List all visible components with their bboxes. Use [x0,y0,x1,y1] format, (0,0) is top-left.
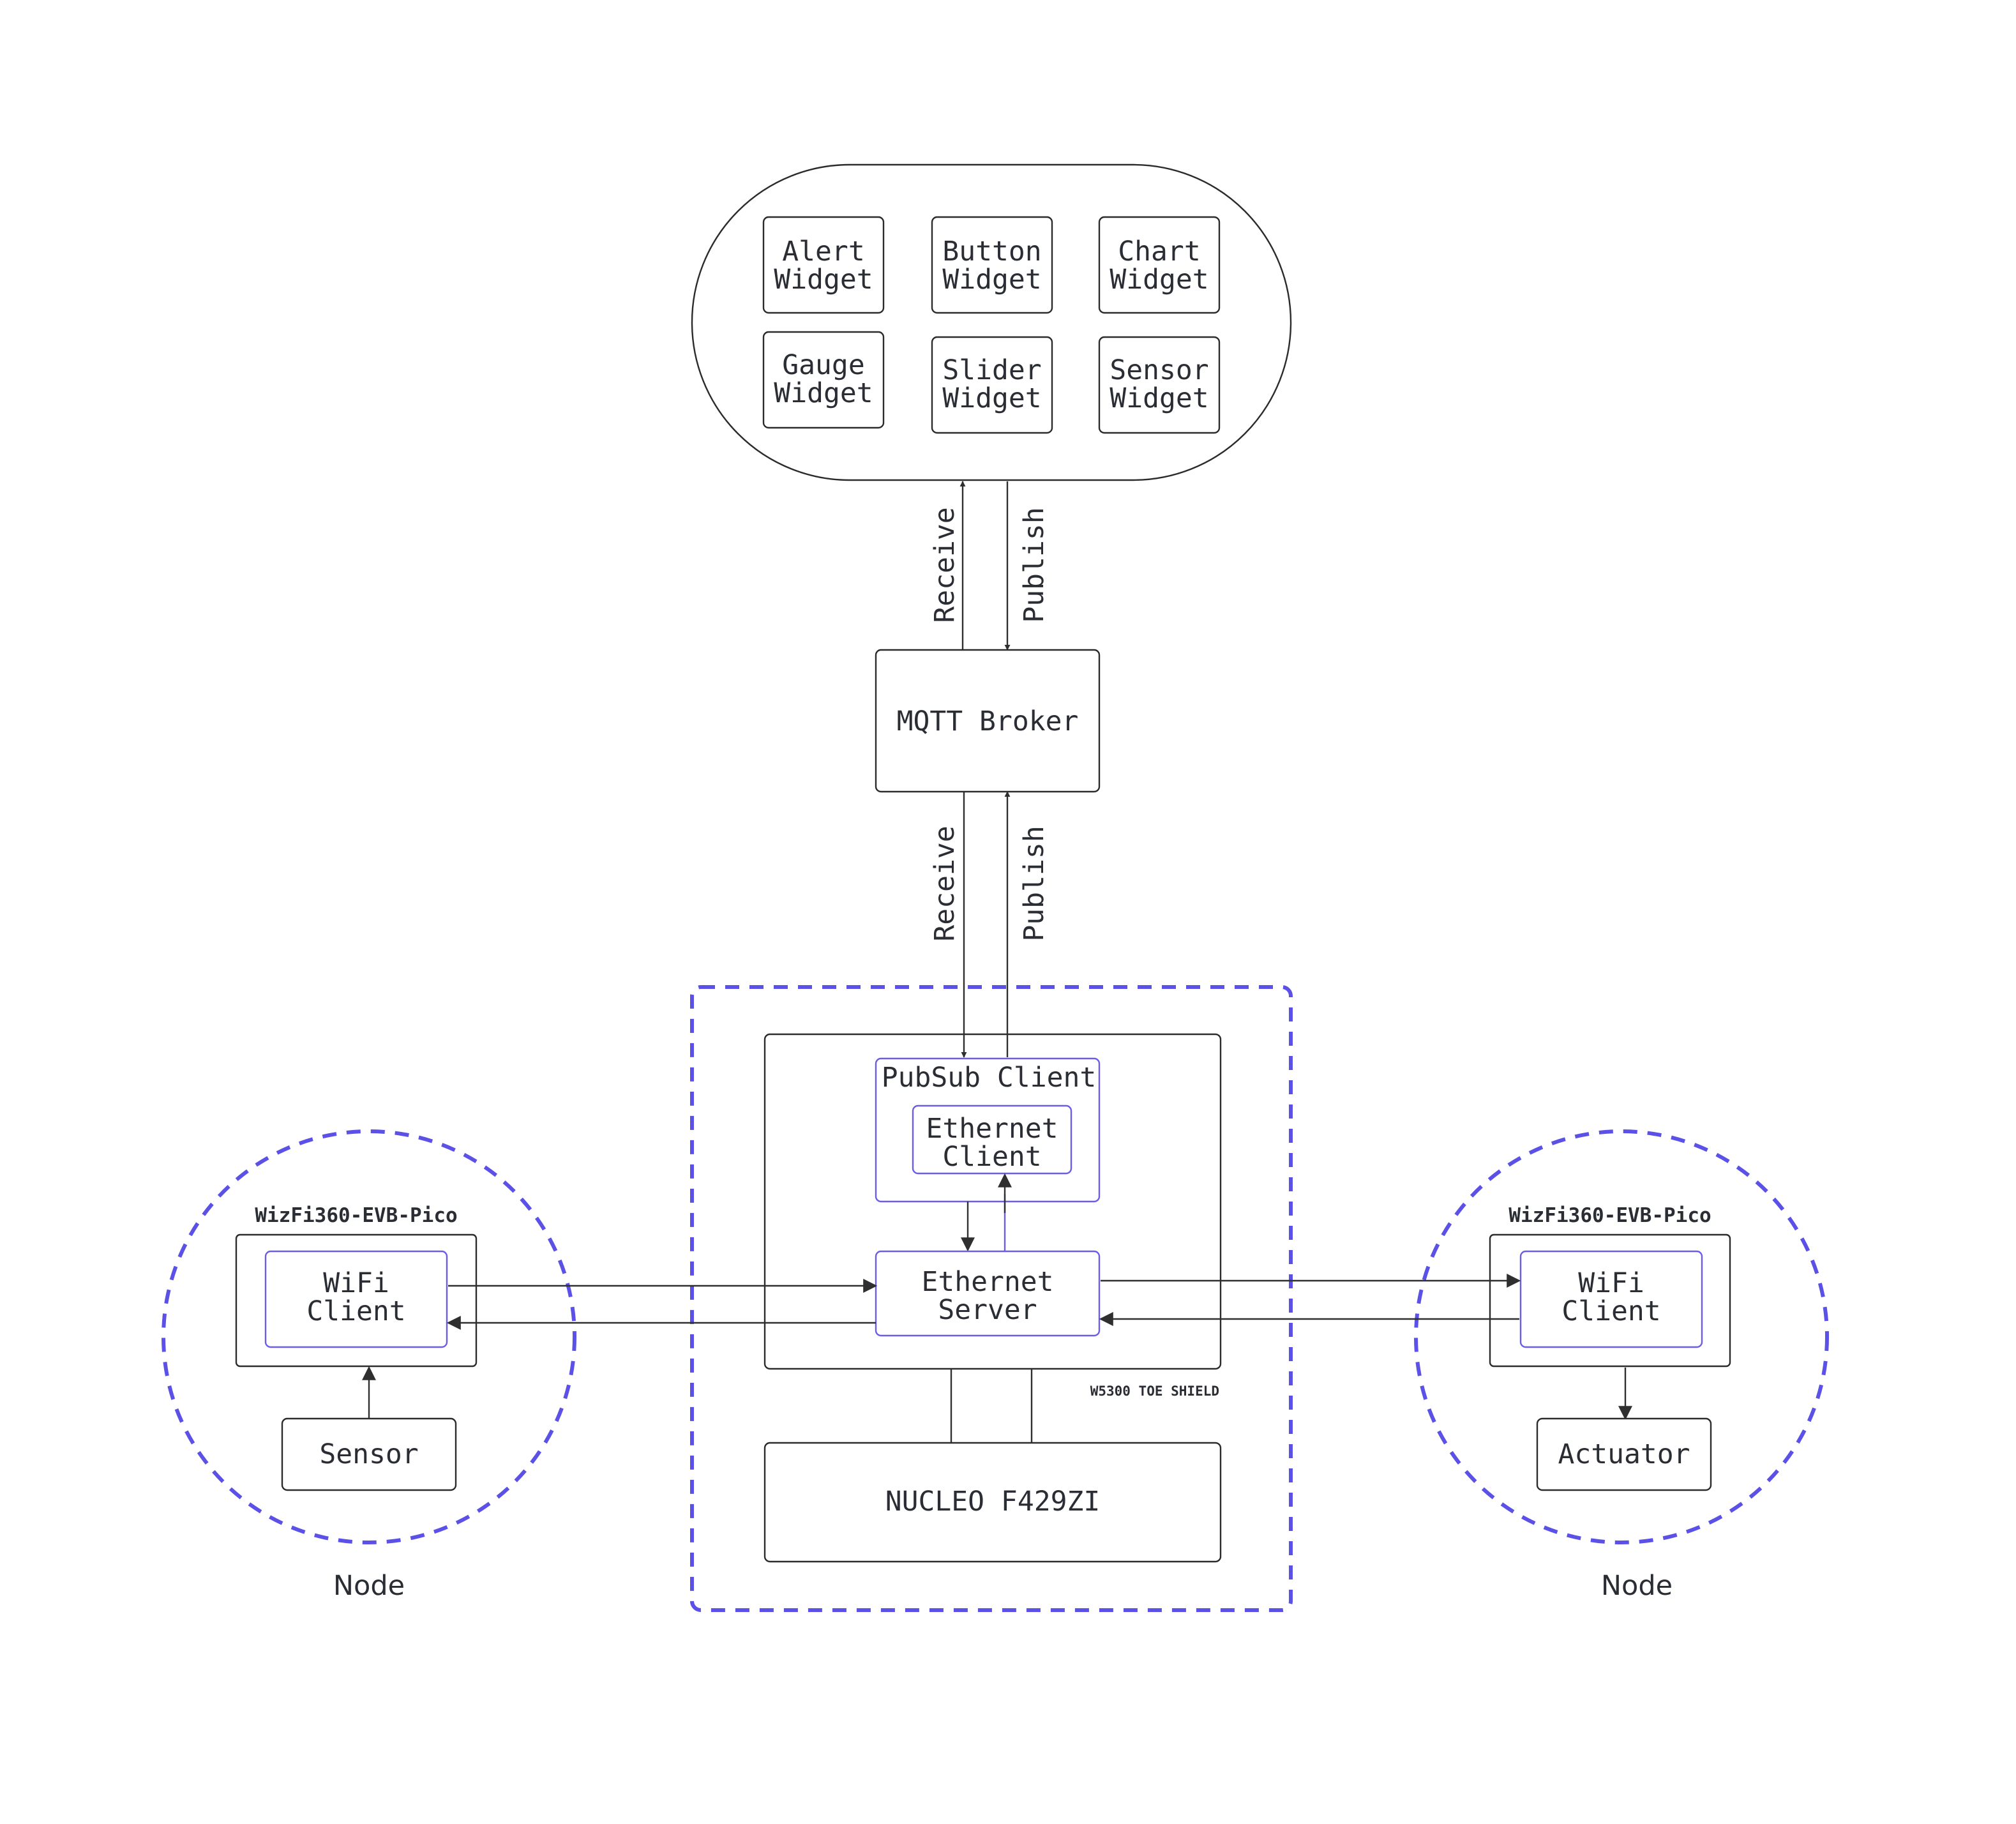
pubsub-client: PubSub Client Ethernet Client [875,1057,1101,1203]
right-node-board-label: WizFi360-EVB-Pico [1508,1204,1711,1227]
left-wifi-client-line1: WiFi [323,1267,389,1299]
right-node: WizFi360-EVB-Pico WiFi Client Actuator N… [1414,1129,1829,1602]
gauge-widget-line1: Gauge [782,349,864,381]
left-node-board-label: WizFi360-EVB-Pico [255,1204,457,1227]
ethernet-server-line2: Server [938,1294,1037,1326]
sensor-widget-box [1098,336,1221,434]
left-wifi-client-box [264,1250,448,1348]
chart-widget: Chart Widget [1098,216,1221,314]
button-widget-line1: Button [942,236,1041,268]
ethernet-client-line1: Ethernet [926,1113,1058,1145]
left-wifi-client-line2: Client [306,1295,405,1327]
sensor-widget-line2: Widget [1110,382,1208,414]
actuator-label: Actuator [1558,1438,1690,1470]
mqtt-broker-label: MQTT Broker [897,705,1079,737]
lower-receive-label: Receive [929,825,961,941]
chart-widget-line1: Chart [1118,236,1200,268]
upper-publish-label: Publish [1018,507,1050,622]
dashboard: Alert Widget Button Widget Chart Widget … [691,163,1292,481]
gauge-widget: Gauge Widget [762,331,885,429]
gauge-widget-box [762,331,885,429]
right-node-dashed-circle [1414,1129,1829,1544]
ethernet-server-box [875,1250,1101,1337]
left-node-caption: Node [333,1570,405,1602]
slider-widget-line2: Widget [942,382,1041,414]
sensor-box [281,1417,457,1491]
ethernet-client-box [912,1104,1072,1175]
gauge-widget-line2: Widget [774,377,873,409]
right-wifi-client-line1: WiFi [1578,1267,1644,1299]
nucleo-board-box [764,1442,1222,1563]
sensor-label: Sensor [319,1438,418,1470]
chart-widget-line2: Widget [1110,264,1208,296]
nucleo-board: NUCLEO F429ZI [764,1442,1222,1563]
button-widget-box [931,216,1053,314]
shield-label: W5300 TOE SHIELD [1090,1383,1219,1399]
right-wifi-client-box [1519,1250,1703,1348]
mqtt-broker-box [875,649,1101,793]
button-widget: Button Widget [931,216,1053,314]
slider-widget: Slider Widget [931,336,1053,434]
left-node-dashed-circle [162,1129,576,1544]
alert-widget-line2: Widget [774,264,873,296]
right-node-caption: Node [1601,1570,1673,1602]
slider-widget-box [931,336,1053,434]
slider-widget-line1: Slider [942,354,1041,386]
left-node: WizFi360-EVB-Pico WiFi Client Sensor Nod… [162,1129,576,1602]
actuator-box [1536,1417,1712,1491]
nucleo-board-label: NUCLEO F429ZI [885,1486,1101,1518]
gateway-dashed-outline [690,985,1293,1612]
sensor-widget: Sensor Widget [1098,336,1221,434]
ethernet-client-line2: Client [942,1141,1041,1173]
pubsub-client-label: PubSub Client [882,1062,1097,1094]
alert-widget-box [762,216,885,314]
right-wifi-client-line2: Client [1561,1295,1660,1327]
chart-widget-box [1098,216,1221,314]
ethernet-server: Ethernet Server [875,1250,1101,1337]
upper-receive-label: Receive [929,507,961,622]
lower-publish-label: Publish [1018,825,1050,941]
ethernet-server-line1: Ethernet [921,1266,1053,1298]
button-widget-line2: Widget [942,264,1041,296]
alert-widget-line1: Alert [782,236,864,268]
alert-widget: Alert Widget [762,216,885,314]
sensor-widget-line1: Sensor [1110,354,1208,386]
mqtt-broker: MQTT Broker [875,649,1101,793]
